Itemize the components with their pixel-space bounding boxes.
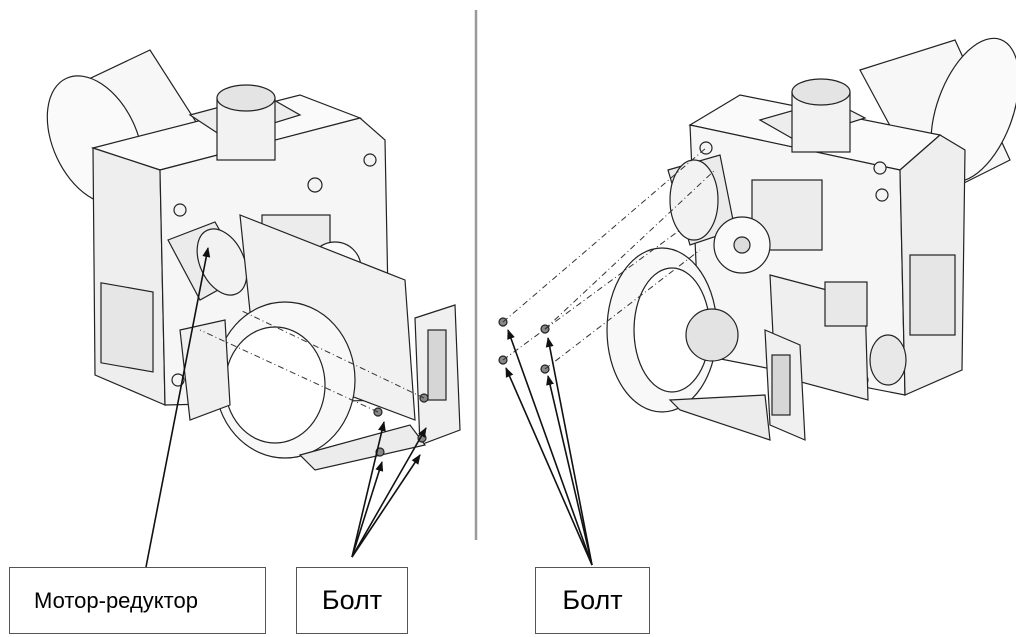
left-front-bolt-4	[307, 177, 323, 193]
left-base-bracket	[298, 424, 427, 471]
right-side-panel	[909, 254, 956, 336]
right-base-bracket	[668, 394, 771, 441]
right-bolt-arrow-1	[507, 329, 593, 566]
left-blower-rim	[224, 326, 326, 444]
right-bolt-arrow-2	[545, 337, 593, 566]
left-explode-lines	[199, 309, 425, 413]
right-top-pipe-opening	[791, 78, 851, 106]
right-front-bolt-4	[873, 161, 887, 175]
left-motor-reducer-face	[196, 228, 248, 296]
motor-arrow	[145, 247, 211, 568]
leader-arrows	[145, 247, 593, 568]
motor-reducer-label-text: Мотор-редуктор	[34, 587, 198, 613]
left-terminal-strip	[427, 329, 447, 401]
right-blower-motor	[685, 308, 739, 362]
left-side-panel	[100, 282, 154, 373]
left-bolt-arrow-2	[351, 427, 427, 558]
right-plug-connector	[869, 334, 907, 386]
bolt-label-right-text: Болт	[562, 585, 623, 615]
left-blower-duct	[179, 319, 231, 421]
right-bolt-arrow-4	[546, 375, 593, 566]
right-burner-view	[498, 37, 1016, 441]
right-explode-lines	[502, 147, 716, 370]
left-bolt-arrow-3	[351, 461, 384, 558]
bolt-label-left-text: Болт	[321, 585, 383, 615]
right-motor-reducer-face	[669, 159, 719, 241]
left-front-bolt-1	[173, 203, 187, 217]
right-relay-box	[824, 281, 868, 327]
left-front-bolt-2	[363, 153, 377, 167]
left-bolt-arrow-4	[351, 454, 421, 558]
bolt-label-right: Болт	[535, 567, 650, 634]
left-bolt-arrow-1	[351, 421, 386, 558]
right-front-bolt-2	[875, 188, 889, 202]
right-bolt-arrow-3	[505, 367, 593, 566]
left-top-pipe-opening	[216, 84, 276, 112]
right-terminal-strip	[771, 354, 791, 416]
left-burner-view	[46, 49, 461, 471]
right-impeller-hub	[733, 236, 751, 254]
motor-reducer-label: Мотор-редуктор	[9, 567, 266, 634]
bolt-label-left: Болт	[296, 567, 408, 634]
